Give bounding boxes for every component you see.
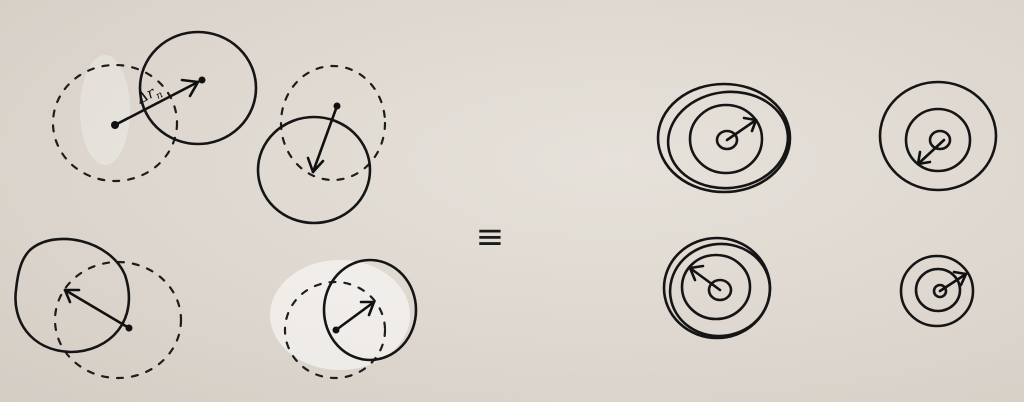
displacement-arrow <box>916 138 946 166</box>
inner-ring <box>707 278 733 302</box>
glare-spot <box>270 260 410 370</box>
inner-ring <box>932 283 948 299</box>
inner-ring <box>715 129 739 151</box>
displacement-top-middle <box>256 64 387 225</box>
middle-ring <box>904 107 972 173</box>
middle-ring <box>680 253 752 321</box>
displacement-top-left: Δrn <box>51 30 258 183</box>
glare-spot <box>80 55 130 165</box>
displaced-circle <box>256 115 372 225</box>
center-point <box>198 76 206 84</box>
ring-set-bottom-right <box>899 254 975 328</box>
displaced-circle <box>322 258 418 362</box>
arrowhead <box>359 300 376 317</box>
displacement-arrow <box>334 300 376 332</box>
arrowhead <box>306 156 325 174</box>
original-position-circle <box>279 64 387 182</box>
equivalence-symbol: ≡ <box>476 217 505 257</box>
outer-ring <box>656 82 792 194</box>
displacement-arrow <box>725 118 758 142</box>
ring-set-top-right <box>878 80 998 192</box>
arrowhead <box>63 288 81 304</box>
displacement-arrow <box>311 104 339 174</box>
displacement-arrow <box>63 288 131 330</box>
ring-set-bottom-left <box>662 236 772 340</box>
arrowhead <box>180 78 200 98</box>
displacement-bottom-left <box>14 237 183 380</box>
outer-ring <box>666 90 790 190</box>
displacement-bottom-middle <box>283 258 418 380</box>
ring-set-top-left <box>656 82 792 194</box>
original-position-circle <box>283 280 387 380</box>
outer-ring <box>878 80 998 192</box>
original-position-circle <box>51 63 179 183</box>
arrowhead <box>742 116 758 133</box>
arrowhead <box>952 270 968 287</box>
outer-ring <box>899 254 975 328</box>
arrowhead <box>916 150 932 166</box>
displacement-arrow <box>113 80 200 127</box>
outer-ring <box>668 242 772 338</box>
middle-ring <box>914 267 962 313</box>
inner-ring <box>928 129 952 151</box>
displacement-arrow <box>938 272 968 293</box>
displaced-circle <box>138 30 258 146</box>
arrowhead <box>688 264 705 282</box>
middle-ring <box>688 103 764 175</box>
displaced-circle <box>14 237 131 354</box>
displacement-arrow <box>688 266 722 292</box>
